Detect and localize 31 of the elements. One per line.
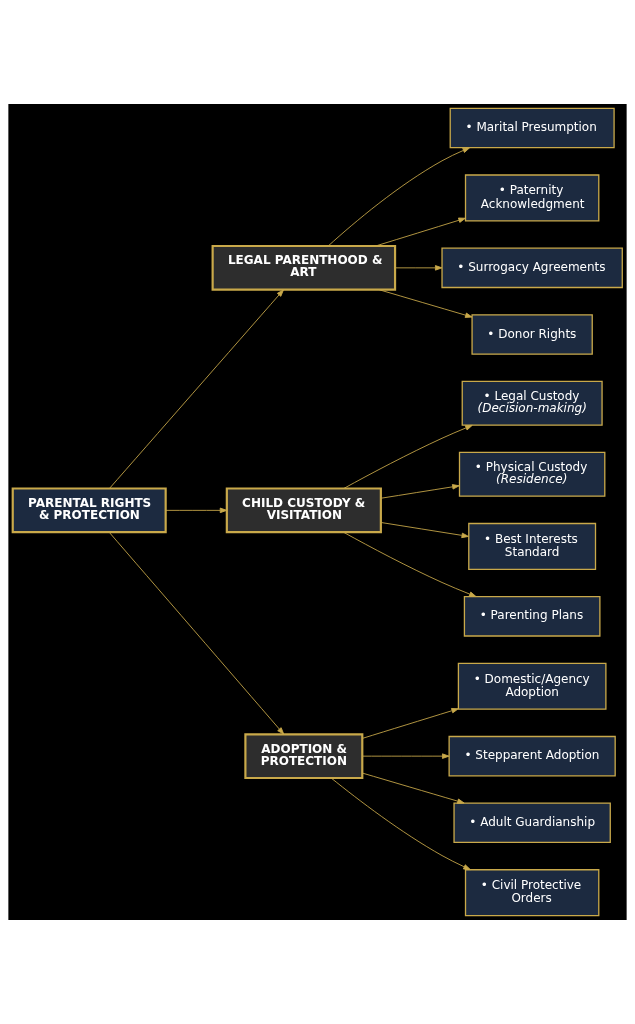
arrow: [361, 708, 459, 739]
arrow: [361, 772, 465, 804]
node-box: • Best Interests Standard: [468, 522, 597, 570]
node-box: • Paternity Acknowledgment: [464, 174, 600, 222]
node-box: • Marital Presumption: [449, 107, 615, 149]
node-box: CHILD CUSTODY & VISITATION: [225, 487, 382, 534]
node-box: • Parenting Plans: [463, 596, 601, 637]
node-box: LEGAL PARENTHOOD & ART: [211, 244, 397, 291]
arrow: [328, 147, 471, 247]
arrow: [343, 424, 473, 489]
node-box: • Donor Rights: [471, 314, 593, 355]
node-box: • Physical Custody (Residence): [458, 451, 606, 497]
node-box: • Stepparent Adoption: [448, 735, 616, 777]
arrow: [375, 217, 466, 247]
arrow: [343, 531, 477, 597]
arrow: [109, 532, 285, 735]
arrow: [361, 753, 450, 759]
arrow: [331, 777, 471, 870]
node-box: • Domestic/Agency Adoption: [457, 662, 607, 710]
node-box: • Civil Protective Orders: [464, 869, 600, 917]
arrow: [165, 507, 228, 514]
node-box: PARENTAL RIGHTS & PROTECTION: [11, 487, 167, 534]
arrow: [380, 522, 469, 539]
arrow: [109, 289, 284, 489]
arrow: [378, 289, 473, 318]
arrow: [380, 484, 460, 499]
node-box: ADOPTION & PROTECTION: [244, 733, 364, 780]
node-box: • Legal Custody (Decision-making): [461, 380, 603, 426]
node-box: • Adult Guardianship: [453, 802, 611, 844]
node-box: • Surrogacy Agreements: [441, 247, 623, 289]
arrow: [394, 265, 443, 271]
